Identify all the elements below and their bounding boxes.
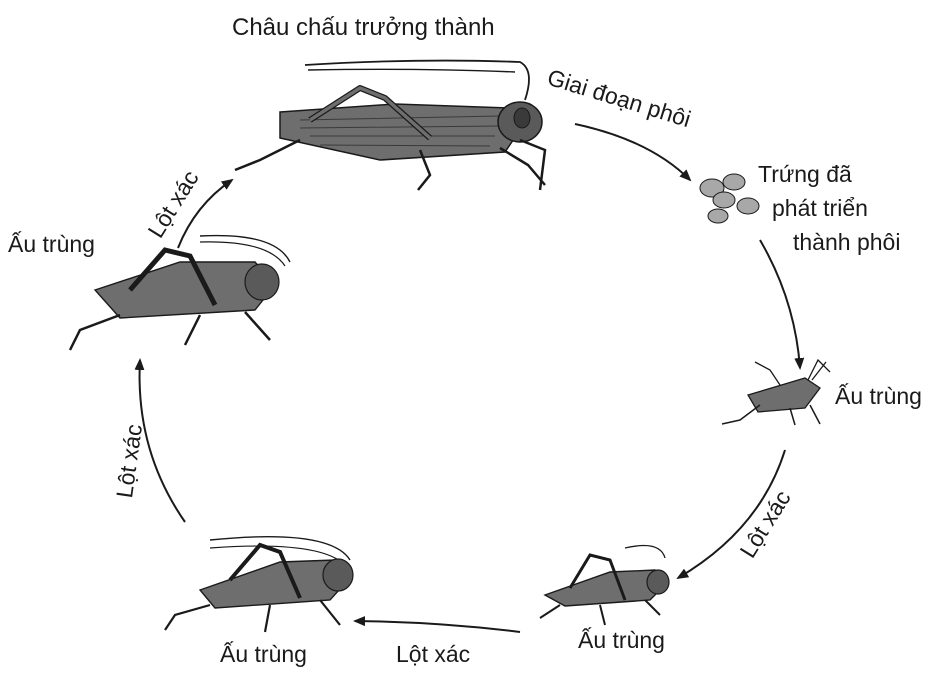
arrow-adult-to-eggs <box>575 124 690 180</box>
nymph-bottom-right-illustration <box>540 546 669 625</box>
eggs-label-line1: Trứng đã <box>758 160 852 188</box>
nymph-left-illustration <box>70 236 290 350</box>
nymph-bottom-right-label: Ấu trùng <box>578 626 665 654</box>
arrow-nymph-to-nymph-left <box>140 360 185 522</box>
eggs-illustration <box>700 174 759 223</box>
adult-grasshopper-label: Châu chấu trưởng thành <box>232 14 495 42</box>
nymph-bottom-left-label: Ấu trùng <box>220 640 307 668</box>
nymph-right-label: Ấu trùng <box>835 382 922 410</box>
adult-grasshopper-illustration <box>235 61 545 190</box>
eggs-label-line3: thành phôi <box>793 228 900 256</box>
nymph-left-label: Ấu trùng <box>8 230 95 258</box>
eggs-label-line2: phát triển <box>772 194 868 222</box>
molt-bottom-label: Lột xác <box>396 640 470 668</box>
nymph-right-illustration <box>722 360 830 425</box>
nymph-bottom-left-illustration <box>165 537 353 632</box>
arrow-eggs-to-nymph <box>760 240 800 368</box>
arrow-nymph-to-nymph-bottom-left <box>355 621 520 632</box>
